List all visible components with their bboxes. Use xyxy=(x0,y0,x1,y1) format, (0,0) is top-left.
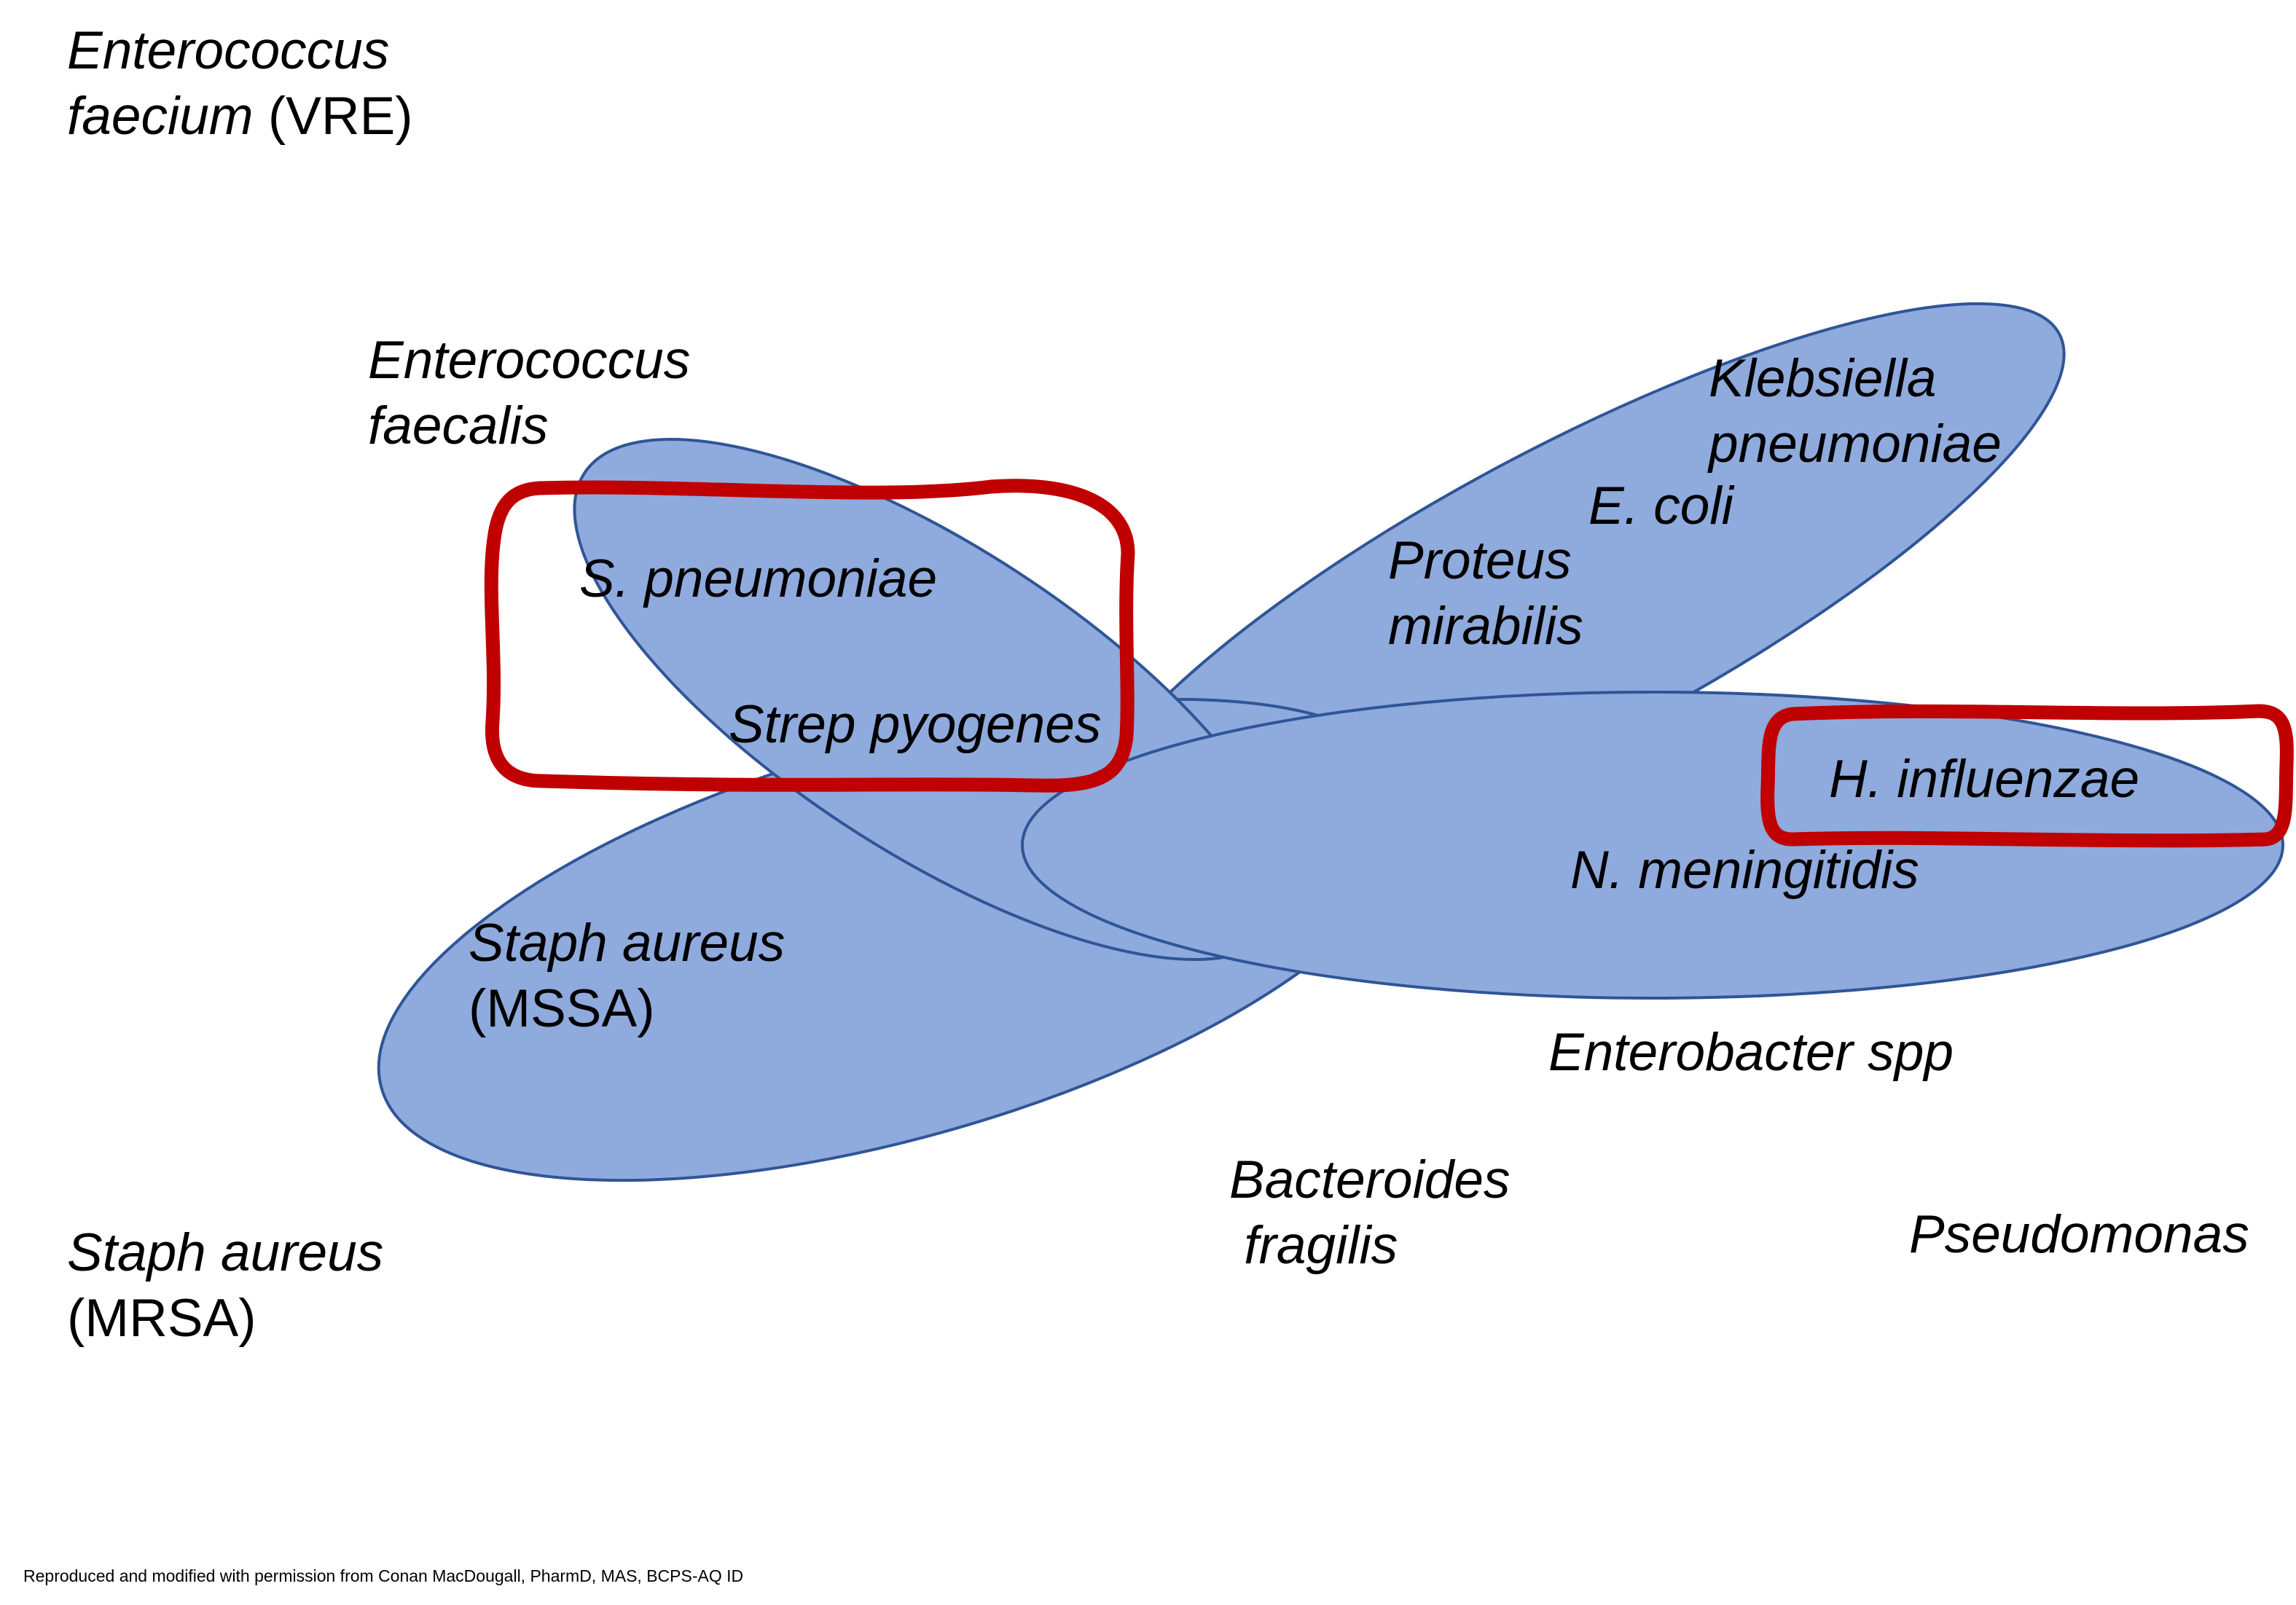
label-bacteroides-line1: Bacteroides xyxy=(1229,1150,1511,1209)
label-enterobacter: Enterobacter spp xyxy=(1548,1023,1954,1082)
label-staph-mrsa-line2: (MRSA) xyxy=(67,1289,256,1348)
label-proteus-line1: Proteus xyxy=(1388,531,1572,590)
highlight-box-h-influenzae xyxy=(1760,704,2294,848)
label-h-influenzae: H. influenzae xyxy=(1829,750,2140,809)
label-staph-mssa-line2: (MSSA) xyxy=(469,979,655,1038)
label-bacteroides-line2: fragilis xyxy=(1229,1216,1398,1275)
label-enterococcus-faecalis-line1: Enterococcus xyxy=(368,331,691,390)
label-pseudomonas: Pseudomonas xyxy=(1909,1205,2249,1264)
highlight-box-streptococci xyxy=(484,479,1135,793)
label-n-meningitidis: N. meningitidis xyxy=(1570,841,1919,900)
label-enterococcus-faecium-line1: Enterococcus xyxy=(67,21,390,80)
label-staph-mrsa-line1: Staph aureus xyxy=(67,1223,384,1282)
label-enterococcus-faecalis: Enterococcus faecalis xyxy=(368,328,690,459)
label-staph-mssa-line1: Staph aureus xyxy=(469,914,785,973)
label-e-coli: E. coli xyxy=(1588,476,1733,535)
label-staph-mrsa: Staph aureus (MRSA) xyxy=(67,1220,383,1351)
ellipse-haemophilus-neisseria xyxy=(1021,691,2284,1000)
label-enterococcus-faecium-vre: (VRE) xyxy=(253,87,413,146)
label-klebsiella-line1: Klebsiella xyxy=(1709,349,1937,408)
label-klebsiella-line2: pneumoniae xyxy=(1709,415,2002,474)
label-enterococcus-faecium-species: faecium xyxy=(67,87,254,146)
label-s-pneumoniae: S. pneumoniae xyxy=(579,549,938,608)
label-bacteroides: Bacteroides fragilis xyxy=(1229,1147,1511,1279)
label-proteus-line2: mirabilis xyxy=(1388,597,1583,656)
label-proteus: Proteus mirabilis xyxy=(1388,528,1583,659)
label-enterococcus-faecium: Enterococcus faecium (VRE) xyxy=(67,18,413,149)
label-staph-mssa: Staph aureus (MSSA) xyxy=(469,911,785,1042)
label-strep-pyogenes: Strep pyogenes xyxy=(729,695,1102,754)
credit-footnote: Reproduced and modified with permission … xyxy=(23,1566,744,1585)
label-enterococcus-faecalis-line2: faecalis xyxy=(368,396,549,455)
label-klebsiella: Klebsiella pneumoniae xyxy=(1709,346,2002,477)
